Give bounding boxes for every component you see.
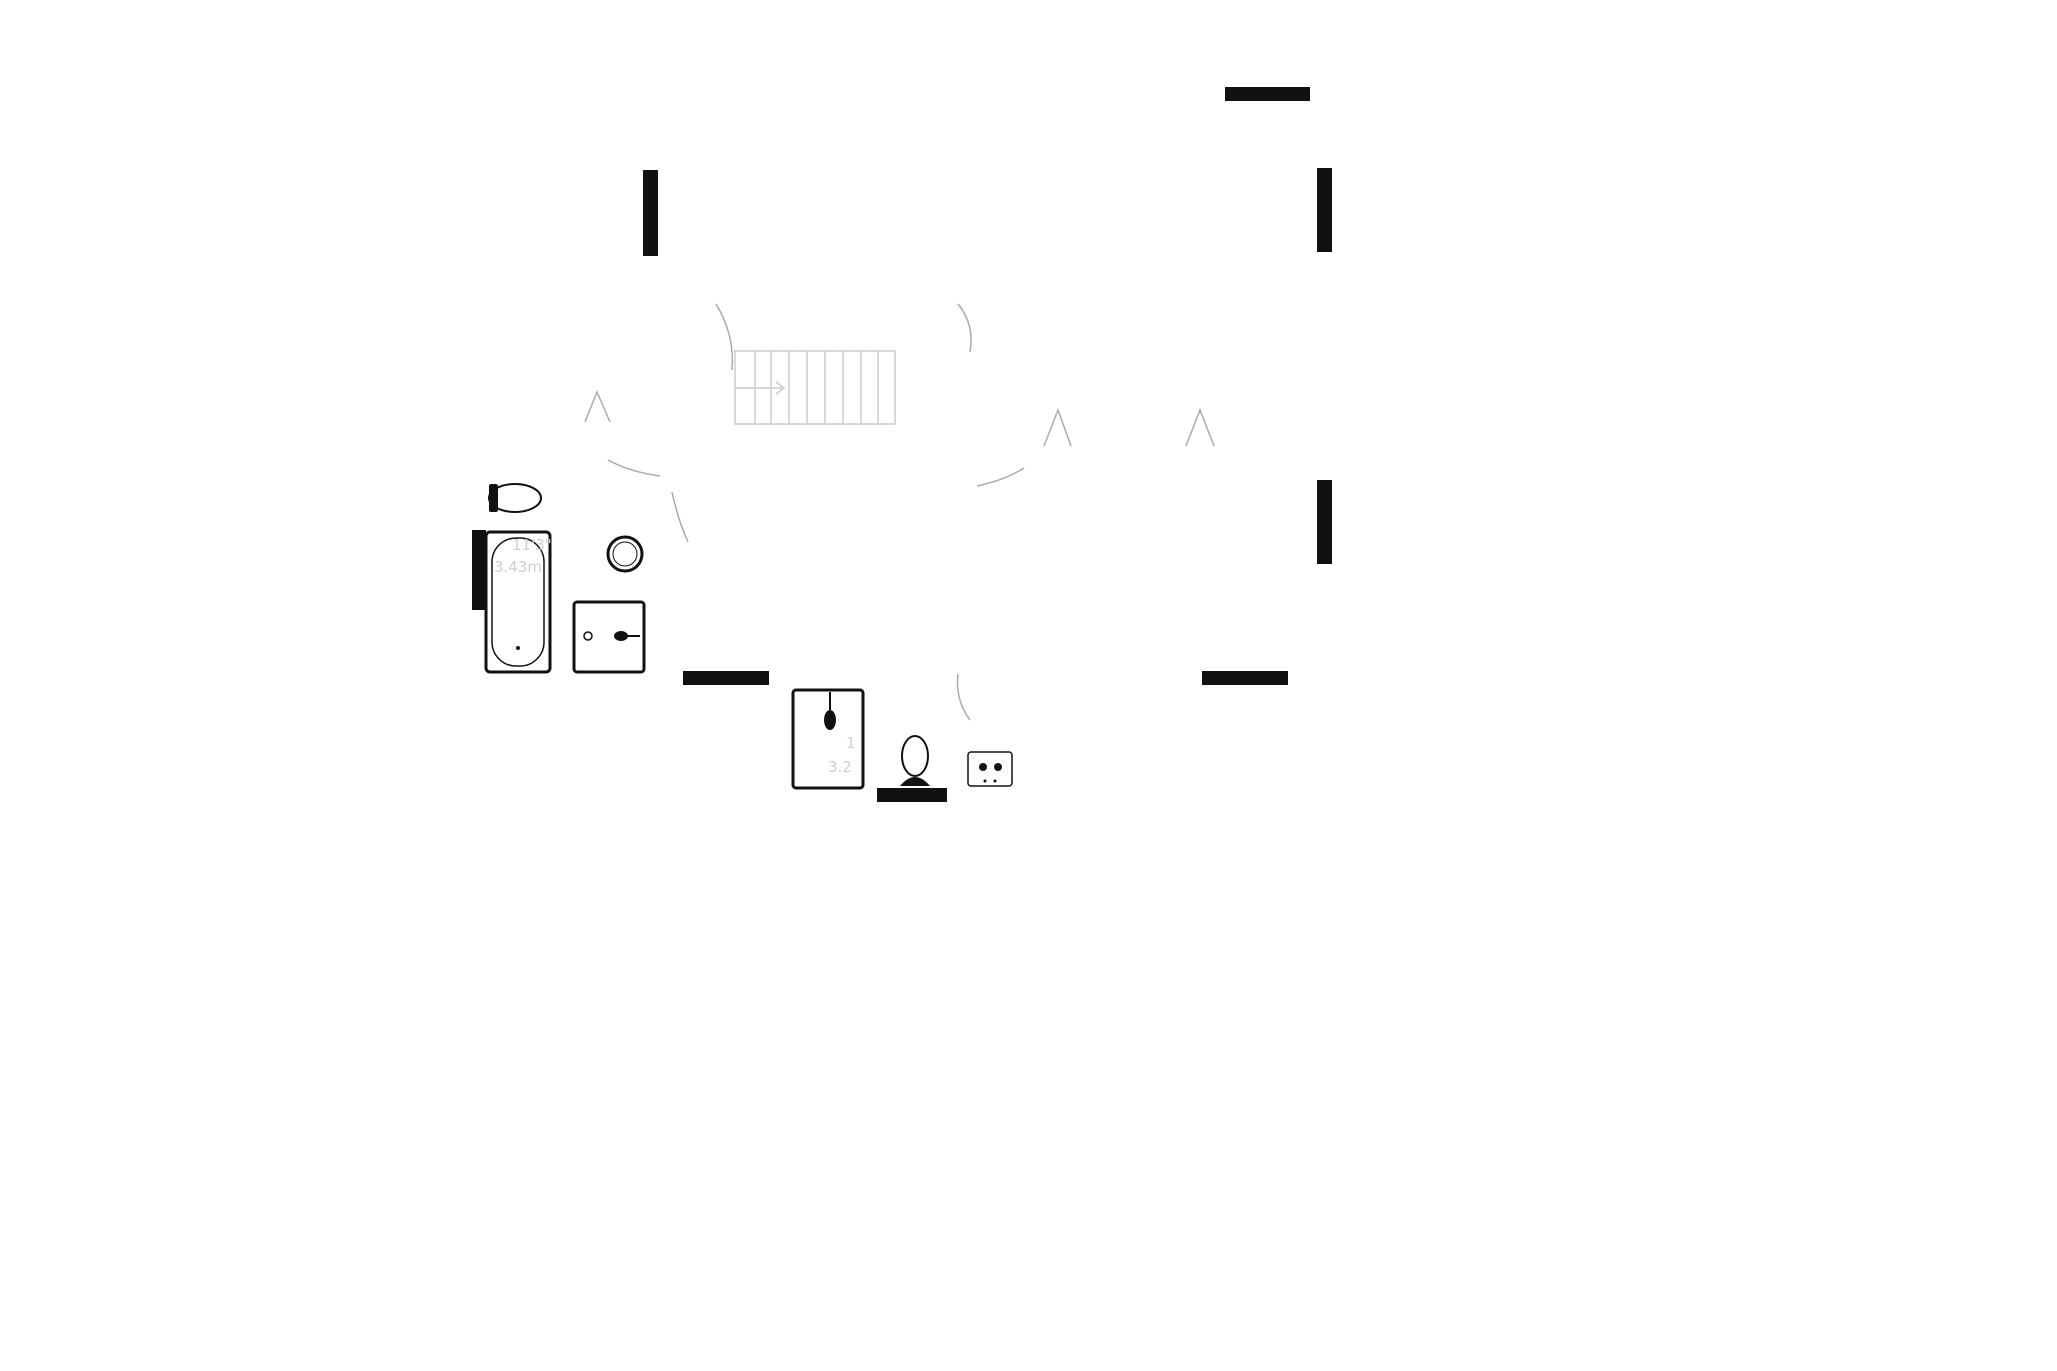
small-room-dim-2: 3.2 — [828, 758, 852, 776]
stair-icon — [734, 350, 896, 425]
toilet-icon — [488, 483, 542, 513]
shower-icon — [791, 688, 865, 790]
walls — [472, 87, 1332, 802]
wall-top-right — [1225, 87, 1310, 101]
washer-icon — [967, 751, 1013, 787]
bath-dim-metric: 3.43m — [494, 558, 542, 576]
wall-bath-left — [472, 530, 486, 610]
door-arcs — [584, 303, 1215, 721]
shower-icon — [572, 600, 646, 674]
door-arc-icon — [584, 390, 611, 423]
door-arc-icon — [715, 303, 734, 371]
door-arc-icon — [957, 303, 972, 353]
wall-left-upper — [643, 170, 658, 256]
wall-right-lower — [1317, 480, 1332, 564]
wall-bottom-small — [877, 788, 947, 802]
door-arc-icon — [956, 673, 971, 721]
toilet-icon — [900, 735, 930, 786]
sink-icon — [606, 535, 644, 573]
door-arc-icon — [976, 467, 1025, 487]
wall-bottom-right — [1202, 671, 1288, 685]
wall-bottom-mid — [683, 671, 769, 685]
door-arc-icon — [607, 459, 661, 477]
bath-dim-imperial: 11'3" — [512, 536, 552, 554]
door-arc-icon — [1185, 407, 1215, 447]
wall-right-upper — [1317, 168, 1332, 252]
small-room-dim-1: 1 — [846, 734, 856, 752]
bathtub-icon — [484, 530, 552, 674]
door-arc-icon — [671, 491, 689, 543]
door-arc-icon — [1043, 407, 1072, 447]
